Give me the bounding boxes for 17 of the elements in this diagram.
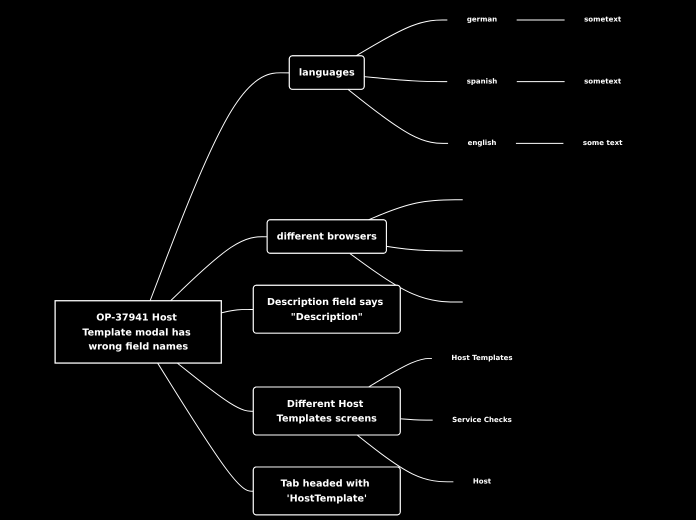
connector bbox=[367, 358, 432, 388]
connector bbox=[347, 89, 448, 144]
connector bbox=[176, 362, 254, 412]
connector bbox=[220, 308, 254, 314]
connector bbox=[514, 142, 564, 144]
connector bbox=[386, 246, 463, 252]
connector bbox=[170, 236, 268, 302]
node-box: OP-37941 Host Template modal has wrong field names bbox=[54, 300, 222, 364]
connector bbox=[356, 434, 454, 482]
connector bbox=[400, 418, 434, 421]
connector bbox=[156, 362, 254, 492]
connector bbox=[364, 76, 448, 82]
connector bbox=[349, 253, 463, 302]
connector bbox=[149, 72, 290, 302]
connector bbox=[367, 199, 463, 221]
connector bbox=[354, 20, 448, 57]
connector bbox=[516, 81, 566, 82]
